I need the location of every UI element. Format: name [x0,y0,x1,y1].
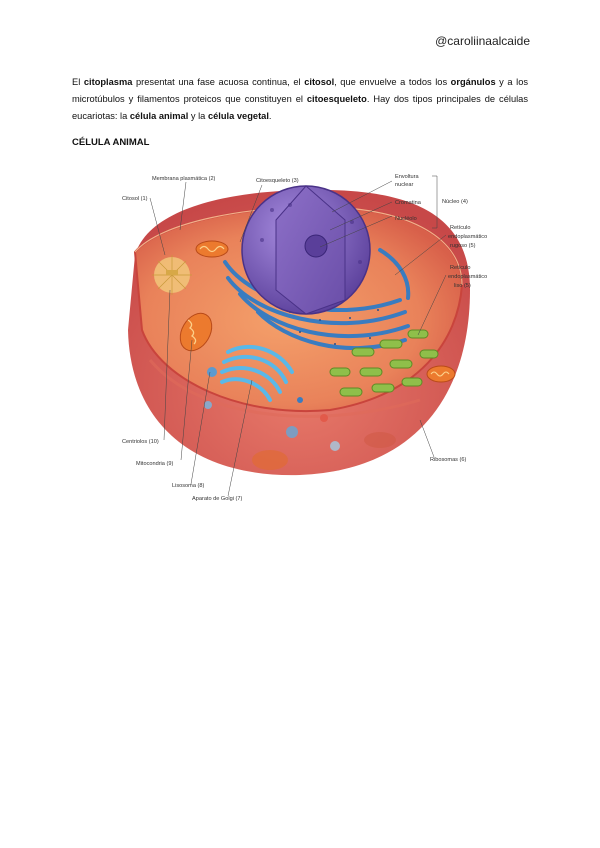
label-rel-3: liso (5) [454,283,471,289]
intro-paragraph: El citoplasma presentat una fase acuosa … [72,77,529,121]
label-nucleo: Núcleo (4) [442,199,468,205]
label-mitocondria: Mitocondria (9) [136,461,173,467]
label-rer-3: rugoso (5) [450,243,476,249]
label-nucleolo: Nucléolo [395,216,417,222]
label-rer-1: Retículo [450,225,471,231]
vesicles [204,367,340,451]
author-handle: @caroliinaalcaide [435,34,530,48]
section-title: CÉLULA ANIMAL [72,137,150,148]
label-envoltura-2: nuclear [395,182,413,188]
centrioles [152,255,192,295]
label-golgi: Aparato de Golgi (7) [192,496,243,502]
label-citoesqueleto: Citoesqueleto (3) [256,178,299,184]
label-rer-2: endoplasmático [448,234,487,240]
label-envoltura-1: Envoltura [395,174,420,180]
animal-cell-illustration: Membrana plasmática (2) Citoesqueleto (3… [122,174,487,502]
label-citosol: Citosol (1) [122,196,148,202]
label-membrana: Membrana plasmática (2) [152,176,216,182]
label-centriolos: Centriolos (10) [122,439,159,445]
label-rel-1: Retículo [450,265,471,271]
label-ribosomas: Ribosomas (6) [430,457,467,463]
mitochondria [179,240,456,383]
label-rel-2: endoplasmático [448,274,487,280]
label-lisosoma: Lisosoma (8) [172,483,204,489]
nucleus [241,185,371,315]
smooth-er [329,329,439,397]
golgi-apparatus [220,344,294,402]
label-leaders [149,175,447,497]
label-cromatina: Cromatina [395,200,422,206]
